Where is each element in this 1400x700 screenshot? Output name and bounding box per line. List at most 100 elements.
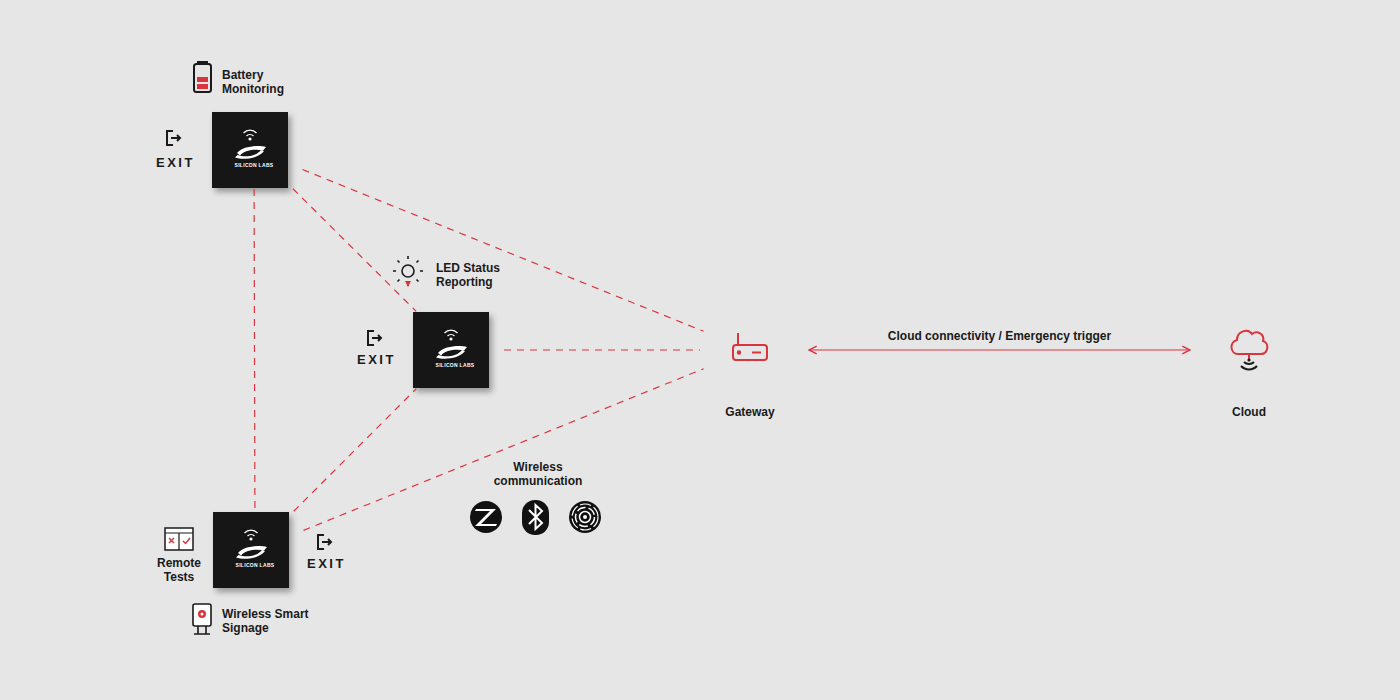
- circle-outline: [1206, 307, 1292, 393]
- chip-brand: SILICON LABS: [213, 562, 297, 568]
- cloud-icon: [1231, 331, 1267, 370]
- exit-label: EXIT: [357, 352, 417, 367]
- gateway-circle: Gateway: [707, 307, 793, 393]
- text-slot: EXIT: [307, 556, 367, 571]
- exit-icon: [368, 331, 381, 345]
- circle-outline: [330, 230, 570, 470]
- router-icon: [752, 352, 761, 354]
- chip-brand: SILICON LABS: [413, 362, 497, 368]
- text-slot: Gateway: [700, 405, 800, 419]
- zigbee-logo: [470, 501, 502, 533]
- cloud-link-arrow: [809, 349, 1190, 350]
- text-slot: SILICON LABS: [213, 562, 297, 568]
- dashed-link: [303, 369, 703, 531]
- chip-node: SILICON LABS: [413, 312, 497, 388]
- circle-outline: [130, 30, 370, 270]
- zigbee-logo: [470, 501, 502, 533]
- bulb-icon: [405, 281, 411, 287]
- bluetooth-logo: [522, 500, 549, 535]
- circle-outline: [707, 307, 793, 393]
- chip-body: [212, 112, 288, 188]
- protocol-label: Wireless communication: [488, 460, 588, 488]
- circle-outline: [1206, 307, 1292, 393]
- bulb-icon: [393, 256, 423, 286]
- circle-outline: [707, 307, 793, 393]
- remote-tests-icon: [165, 528, 193, 550]
- text-slot: Remote Tests: [142, 556, 216, 584]
- cloud-icon: [1241, 366, 1257, 369]
- dashed-link: [294, 389, 417, 512]
- proprietary-wireless-logo: [576, 508, 595, 527]
- battery-icon: [194, 64, 211, 92]
- bulb-icon: [393, 256, 423, 287]
- exit-label: EXIT: [307, 556, 367, 571]
- dashed-link: [293, 189, 416, 312]
- feature-label: Battery Monitoring: [222, 68, 304, 96]
- zigbee-logo: [475, 509, 497, 526]
- signage-icon: [194, 626, 210, 634]
- exit-icon: [167, 131, 180, 145]
- text-slot: SILICON LABS: [212, 162, 296, 168]
- device-circle: LED Status ReportingEXITSILICON LABS: [330, 230, 570, 470]
- text-slot: EXIT: [156, 155, 216, 170]
- proprietary-wireless-logo: [583, 515, 587, 519]
- chip-brand: SILICON LABS: [212, 162, 296, 168]
- chip-node: SILICON LABS: [213, 512, 297, 588]
- text-slot: Wireless Smart Signage: [222, 607, 326, 635]
- feature-label: Wireless Smart Signage: [222, 607, 326, 635]
- cloud-icon: [1231, 331, 1267, 354]
- remote-tests-icon: [165, 528, 193, 550]
- cloud-label: Cloud: [1199, 405, 1299, 419]
- signage-icon: [193, 604, 211, 634]
- dashed-link: [504, 349, 700, 350]
- gateway-label: Gateway: [700, 405, 800, 419]
- exit-label: EXIT: [156, 155, 216, 170]
- router-icon: [737, 333, 739, 345]
- cloud-circle: Cloud: [1206, 307, 1292, 393]
- remote-tests-icon: [169, 538, 174, 543]
- text-slot: Battery Monitoring: [222, 68, 304, 96]
- text-slot: LED Status Reporting: [436, 261, 510, 289]
- cloud-icon: [1248, 354, 1250, 359]
- text-slot: SILICON LABS: [413, 362, 497, 368]
- router-icon: [733, 345, 767, 360]
- cloud-icon: [1244, 362, 1254, 364]
- battery-icon: [194, 61, 211, 92]
- proprietary-wireless-logo: [572, 504, 598, 530]
- router-icon: [733, 333, 767, 360]
- bulb-icon: [402, 265, 414, 277]
- battery-icon: [197, 84, 208, 89]
- signage-icon: [201, 613, 204, 616]
- bluetooth-logo: [529, 505, 542, 529]
- dashed-link: [302, 170, 703, 332]
- proprietary-wireless-logo: [580, 512, 591, 523]
- dashed-link: [253, 189, 255, 511]
- router-icon: [738, 351, 740, 353]
- remote-tests-icon: [183, 538, 190, 544]
- chip-body: [413, 312, 489, 388]
- signage-icon: [193, 604, 211, 626]
- battery-icon: [197, 77, 208, 82]
- chip-node: SILICON LABS: [212, 112, 296, 188]
- device-circle: Remote Tests EXIT Wireless Smart Signage SI…: [130, 430, 370, 670]
- circle-outline: [130, 430, 370, 670]
- text-slot: Wireless communication: [488, 460, 588, 488]
- cloud-icon: [1247, 358, 1250, 361]
- proprietary-wireless-logo: [569, 501, 601, 533]
- text-slot: EXIT: [357, 352, 417, 367]
- feature-label: LED Status Reporting: [436, 261, 510, 289]
- text-slot: Cloud: [1199, 405, 1299, 419]
- text-slot: Cloud connectivity / Emergency trigger: [884, 329, 1115, 343]
- circle-outline: [130, 30, 370, 270]
- exit-icon: [318, 535, 331, 549]
- bluetooth-logo: [522, 500, 549, 535]
- remote-tests-icon: [165, 533, 193, 550]
- edge-label: Cloud connectivity / Emergency trigger: [884, 329, 1115, 343]
- chip-body: [213, 512, 289, 588]
- signage-icon: [198, 610, 206, 618]
- proprietary-wireless-logo: [569, 501, 601, 533]
- feature-label: Remote Tests: [142, 556, 216, 584]
- device-circle: Battery MonitoringEXITSILICON LABS: [130, 30, 370, 270]
